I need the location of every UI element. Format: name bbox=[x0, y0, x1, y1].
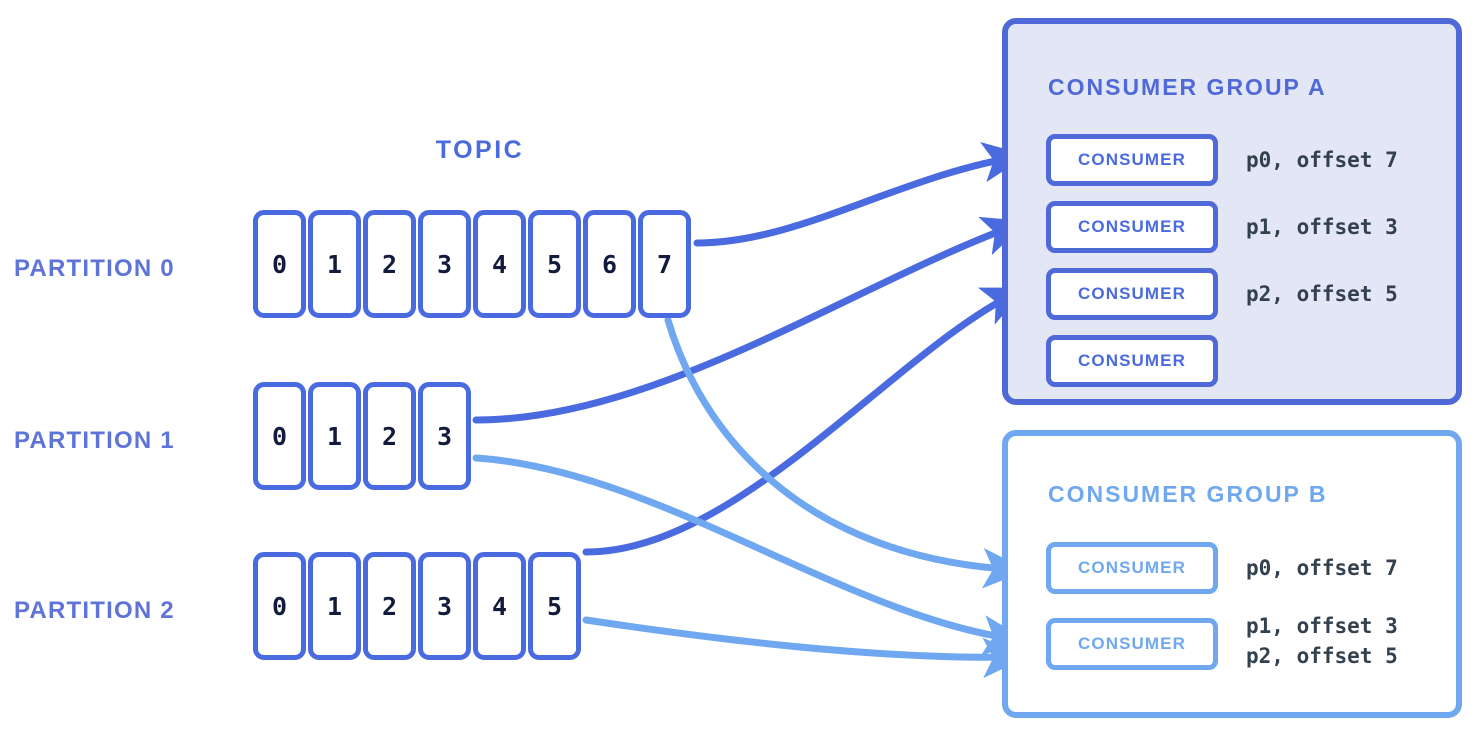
partition-cell: 4 bbox=[473, 210, 526, 318]
partition-row-2: 0 1 2 3 4 5 bbox=[253, 552, 581, 660]
partition-cell: 1 bbox=[308, 382, 361, 490]
consumer-b-2[interactable]: CONSUMER bbox=[1046, 618, 1218, 670]
partition-label-0: PARTITION 0 bbox=[14, 255, 175, 282]
wire-p1-to-groupA-consumer2 bbox=[472, 216, 1028, 424]
consumer-a-4[interactable]: CONSUMER bbox=[1046, 335, 1218, 387]
partition-cell: 2 bbox=[363, 382, 416, 490]
consumer-b-1[interactable]: CONSUMER bbox=[1046, 542, 1218, 594]
partition-cell: 1 bbox=[308, 210, 361, 318]
partition-cell: 4 bbox=[473, 552, 526, 660]
wire-p2-to-groupA-consumer3 bbox=[582, 286, 1028, 556]
wire-p1-to-groupB-consumer2 bbox=[472, 454, 1028, 656]
partition-cell: 5 bbox=[528, 210, 581, 318]
partition-cell: 0 bbox=[253, 210, 306, 318]
consumer-group-a-title: CONSUMER GROUP A bbox=[1048, 74, 1327, 100]
consumer-group-b: CONSUMER GROUP B CONSUMER p0, offset 7 C… bbox=[1002, 430, 1462, 718]
consumer-b-2-assignment-2: p2, offset 5 bbox=[1246, 644, 1398, 668]
consumer-a-3-assignment: p2, offset 5 bbox=[1246, 282, 1398, 306]
partition-cell: 6 bbox=[583, 210, 636, 318]
partition-cell: 1 bbox=[308, 552, 361, 660]
partition-label-1: PARTITION 1 bbox=[14, 427, 175, 454]
consumer-a-1[interactable]: CONSUMER bbox=[1046, 134, 1218, 186]
consumer-b-2-assignment-1: p1, offset 3 bbox=[1246, 614, 1398, 638]
partition-label-2: PARTITION 2 bbox=[14, 597, 175, 624]
consumer-group-a: CONSUMER GROUP A CONSUMER p0, offset 7 C… bbox=[1002, 18, 1462, 405]
consumer-group-b-title: CONSUMER GROUP B bbox=[1048, 481, 1328, 507]
partition-cell: 5 bbox=[528, 552, 581, 660]
partition-cell: 7 bbox=[638, 210, 691, 318]
partition-cell: 0 bbox=[253, 382, 306, 490]
partition-cell: 3 bbox=[418, 382, 471, 490]
partition-cell: 0 bbox=[253, 552, 306, 660]
partition-cell: 3 bbox=[418, 552, 471, 660]
consumer-a-2[interactable]: CONSUMER bbox=[1046, 201, 1218, 253]
partition-cell: 3 bbox=[418, 210, 471, 318]
wire-p0-to-groupA-consumer1 bbox=[693, 141, 1028, 247]
consumer-a-1-assignment: p0, offset 7 bbox=[1246, 148, 1398, 172]
consumer-a-3[interactable]: CONSUMER bbox=[1046, 268, 1218, 320]
partition-cell: 2 bbox=[363, 552, 416, 660]
wire-p2-to-groupB-consumer2 bbox=[582, 616, 1028, 679]
consumer-b-1-assignment: p0, offset 7 bbox=[1246, 556, 1398, 580]
consumer-a-2-assignment: p1, offset 3 bbox=[1246, 215, 1398, 239]
wire-p0-to-groupB-consumer1 bbox=[664, 316, 1028, 589]
partition-row-0: 0 1 2 3 4 5 6 7 bbox=[253, 210, 691, 318]
partition-row-1: 0 1 2 3 bbox=[253, 382, 471, 490]
partition-cell: 2 bbox=[363, 210, 416, 318]
topic-title: TOPIC bbox=[435, 136, 525, 164]
